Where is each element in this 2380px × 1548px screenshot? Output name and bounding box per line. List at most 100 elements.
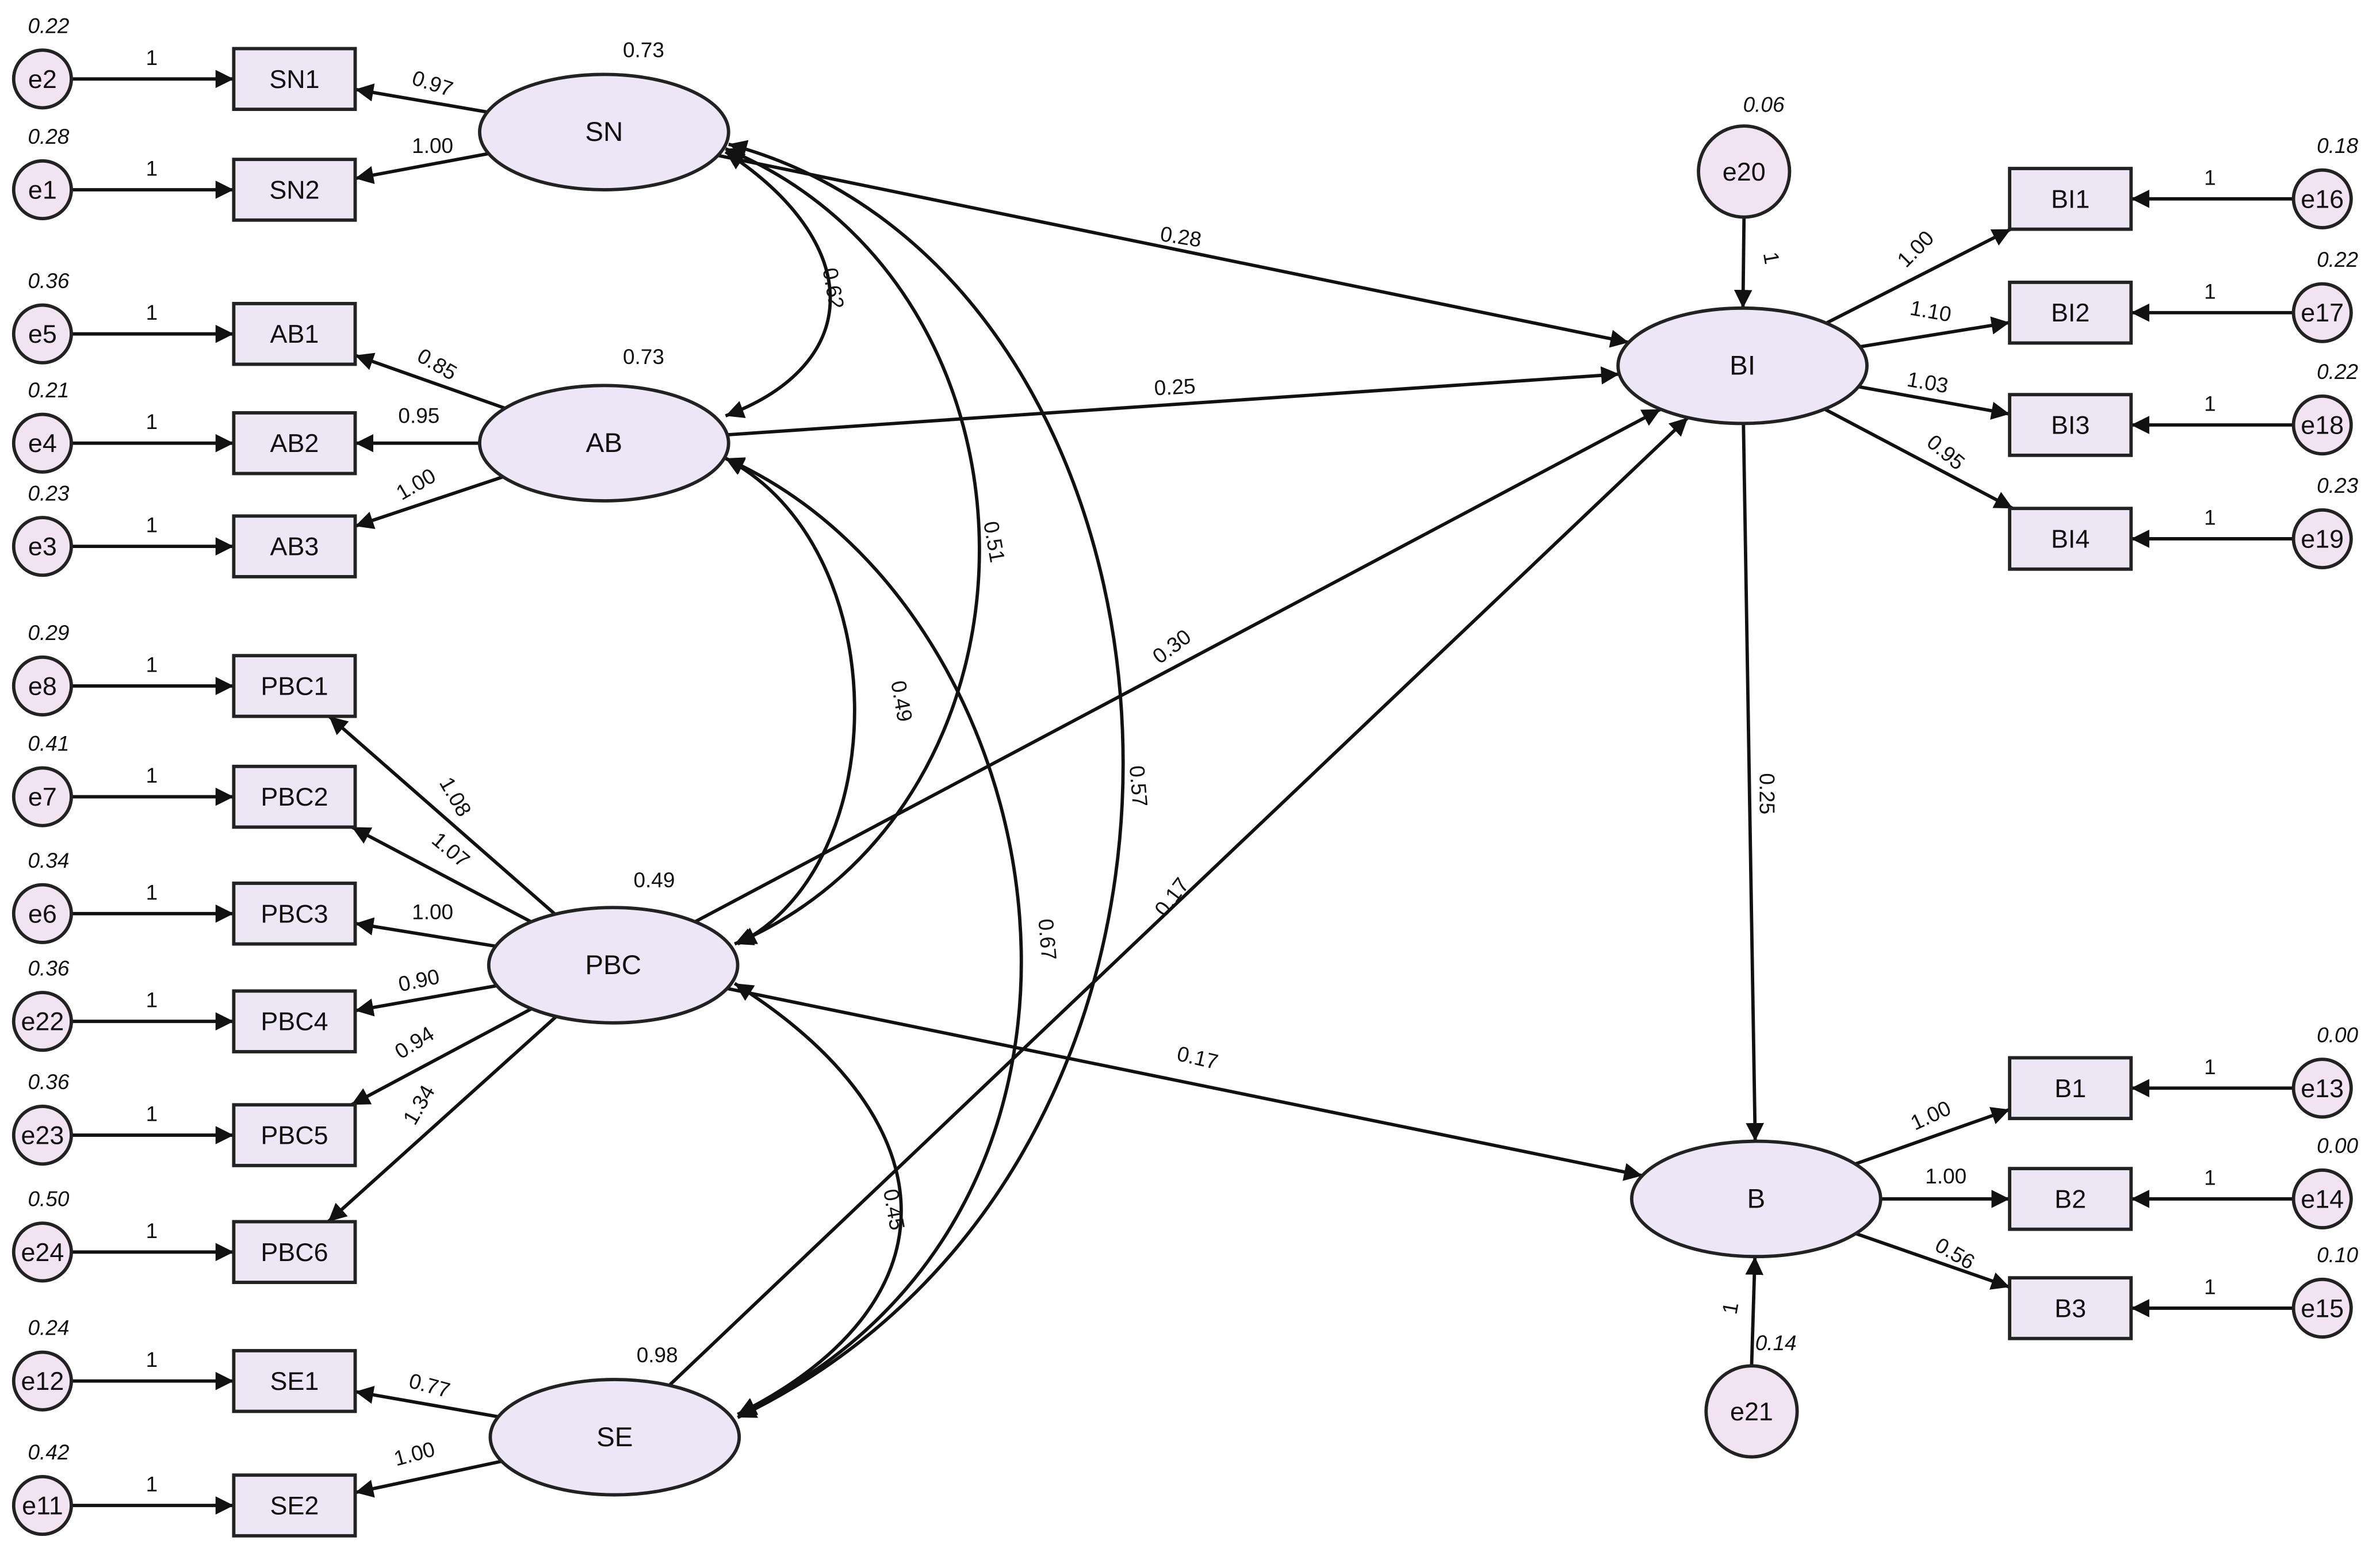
error-circle <box>2291 1057 2353 1119</box>
error-variance-label: 0.22 <box>28 14 69 37</box>
error-variance-label: 0.28 <box>28 125 69 148</box>
error-circle <box>12 412 73 474</box>
indicator-label: SN1 <box>269 64 319 94</box>
indicator-box <box>232 764 357 829</box>
error-variance-label: 0.42 <box>28 1440 69 1464</box>
covariance-sn-pbc <box>725 147 981 946</box>
loading-label: 1.34 <box>399 1081 439 1129</box>
error-label: e19 <box>2301 524 2344 553</box>
loading-label: 0.95 <box>398 404 439 428</box>
disturbance-term: e20 <box>1697 124 1792 219</box>
indicator-box <box>232 1103 357 1167</box>
error-circle <box>12 1221 73 1283</box>
disturbance-label: e20 <box>1723 157 1766 186</box>
loading-label: 1.10 <box>1908 296 1953 327</box>
error-term: e18 <box>2291 394 2353 456</box>
error-label: e22 <box>21 1007 64 1036</box>
indicator-label: B3 <box>2054 1293 2086 1323</box>
covariance-sn-ab <box>724 150 832 419</box>
error-label: e2 <box>28 64 57 94</box>
indicator-b2: B2 <box>2008 1167 2133 1231</box>
indicator-box <box>232 47 357 112</box>
indicator-label: SE2 <box>270 1491 319 1520</box>
error-circle <box>12 516 73 577</box>
latent-variance-label: 0.73 <box>623 345 664 369</box>
loading-arrow <box>355 152 489 185</box>
latent-ellipse <box>487 906 740 1025</box>
fixed-one-label: 1 <box>146 764 158 787</box>
error-label: e23 <box>21 1121 64 1150</box>
indicator-label: AB3 <box>270 532 319 561</box>
indicator-pbc3: PBC3 <box>232 882 357 946</box>
disturbance-term: e21 <box>1704 1364 1799 1459</box>
indicator-label: PBC1 <box>261 671 328 700</box>
path-estimate-label: 0.25 <box>1755 773 1778 814</box>
error-term: e19 <box>2291 508 2353 569</box>
indicator-label: B1 <box>2054 1074 2086 1103</box>
latent-label: AB <box>586 428 622 458</box>
error-variance-label: 0.50 <box>28 1187 69 1210</box>
loading-arrow <box>351 825 532 924</box>
fixed-one-label: 1 <box>146 988 158 1012</box>
latent-variance-label: 0.98 <box>637 1343 678 1367</box>
loading-arrow <box>354 1459 502 1498</box>
covariance-label: 0.57 <box>1125 765 1152 808</box>
disturbance-variance-label: 0.14 <box>1755 1331 1797 1355</box>
latent-ellipse <box>478 72 730 191</box>
structural-path-sn-bi <box>717 154 1629 348</box>
loading-arrow <box>327 1015 558 1223</box>
indicator-label: PBC2 <box>261 782 328 811</box>
error-circle <box>12 159 73 221</box>
fixed-one-label: 1 <box>146 880 158 904</box>
loading-label: 1.00 <box>392 463 440 504</box>
error-label: e5 <box>28 319 57 348</box>
fixed-one-label: 1 <box>146 1219 158 1243</box>
error-term: e5 <box>12 303 73 365</box>
latent-bi: BI <box>1616 306 1869 426</box>
error-label: e13 <box>2301 1074 2344 1103</box>
indicator-pbc5: PBC5 <box>232 1103 357 1167</box>
indicator-label: PBC4 <box>261 1007 328 1036</box>
indicator-bi3: BI3 <box>2008 393 2133 457</box>
indicator-box <box>2008 167 2133 231</box>
indicator-sn1: SN1 <box>232 47 357 112</box>
disturbance-arrow <box>1745 1256 1764 1366</box>
error-circle <box>2291 508 2353 569</box>
error-circle <box>2291 1168 2353 1229</box>
indicator-b1: B1 <box>2008 1056 2133 1120</box>
fixed-one-label: 1 <box>146 1473 158 1496</box>
indicator-box <box>232 411 357 476</box>
error-label: e8 <box>28 671 57 700</box>
error-label: e18 <box>2301 411 2344 440</box>
fixed-one-label: 1 <box>146 46 158 70</box>
covariance-label: 0.51 <box>979 519 1009 564</box>
indicator-pbc6: PBC6 <box>232 1220 357 1284</box>
error-label: e14 <box>2301 1184 2344 1213</box>
error-label: e7 <box>28 782 57 811</box>
latent-label: SN <box>585 117 623 147</box>
error-label: e12 <box>21 1366 64 1396</box>
latent-b: B <box>1630 1139 1882 1259</box>
fixed-one-label: 1 <box>146 514 158 537</box>
error-variance-label: 0.24 <box>28 1316 69 1340</box>
indicator-se1: SE1 <box>232 1348 357 1413</box>
fixed-one-label: 1 <box>1759 250 1784 266</box>
fixed-one-label: 1 <box>2204 279 2216 303</box>
error-variance-label: 0.23 <box>28 481 69 505</box>
indicator-pbc4: PBC4 <box>232 989 357 1053</box>
error-variance-label: 0.34 <box>28 849 69 872</box>
indicator-box <box>232 301 357 366</box>
error-circle <box>12 48 73 110</box>
error-variance-label: 0.22 <box>2317 360 2358 384</box>
error-circle <box>12 655 73 716</box>
error-term: e24 <box>12 1221 73 1283</box>
error-circle <box>12 303 73 365</box>
covariance-ab-pbc <box>725 457 856 946</box>
error-label: e3 <box>28 532 57 561</box>
indicator-pbc2: PBC2 <box>232 764 357 829</box>
error-label: e24 <box>21 1237 64 1267</box>
indicator-label: SN2 <box>269 175 319 204</box>
indicator-label: B2 <box>2054 1184 2086 1213</box>
latent-label: SE <box>596 1422 633 1453</box>
error-circle <box>12 883 73 944</box>
